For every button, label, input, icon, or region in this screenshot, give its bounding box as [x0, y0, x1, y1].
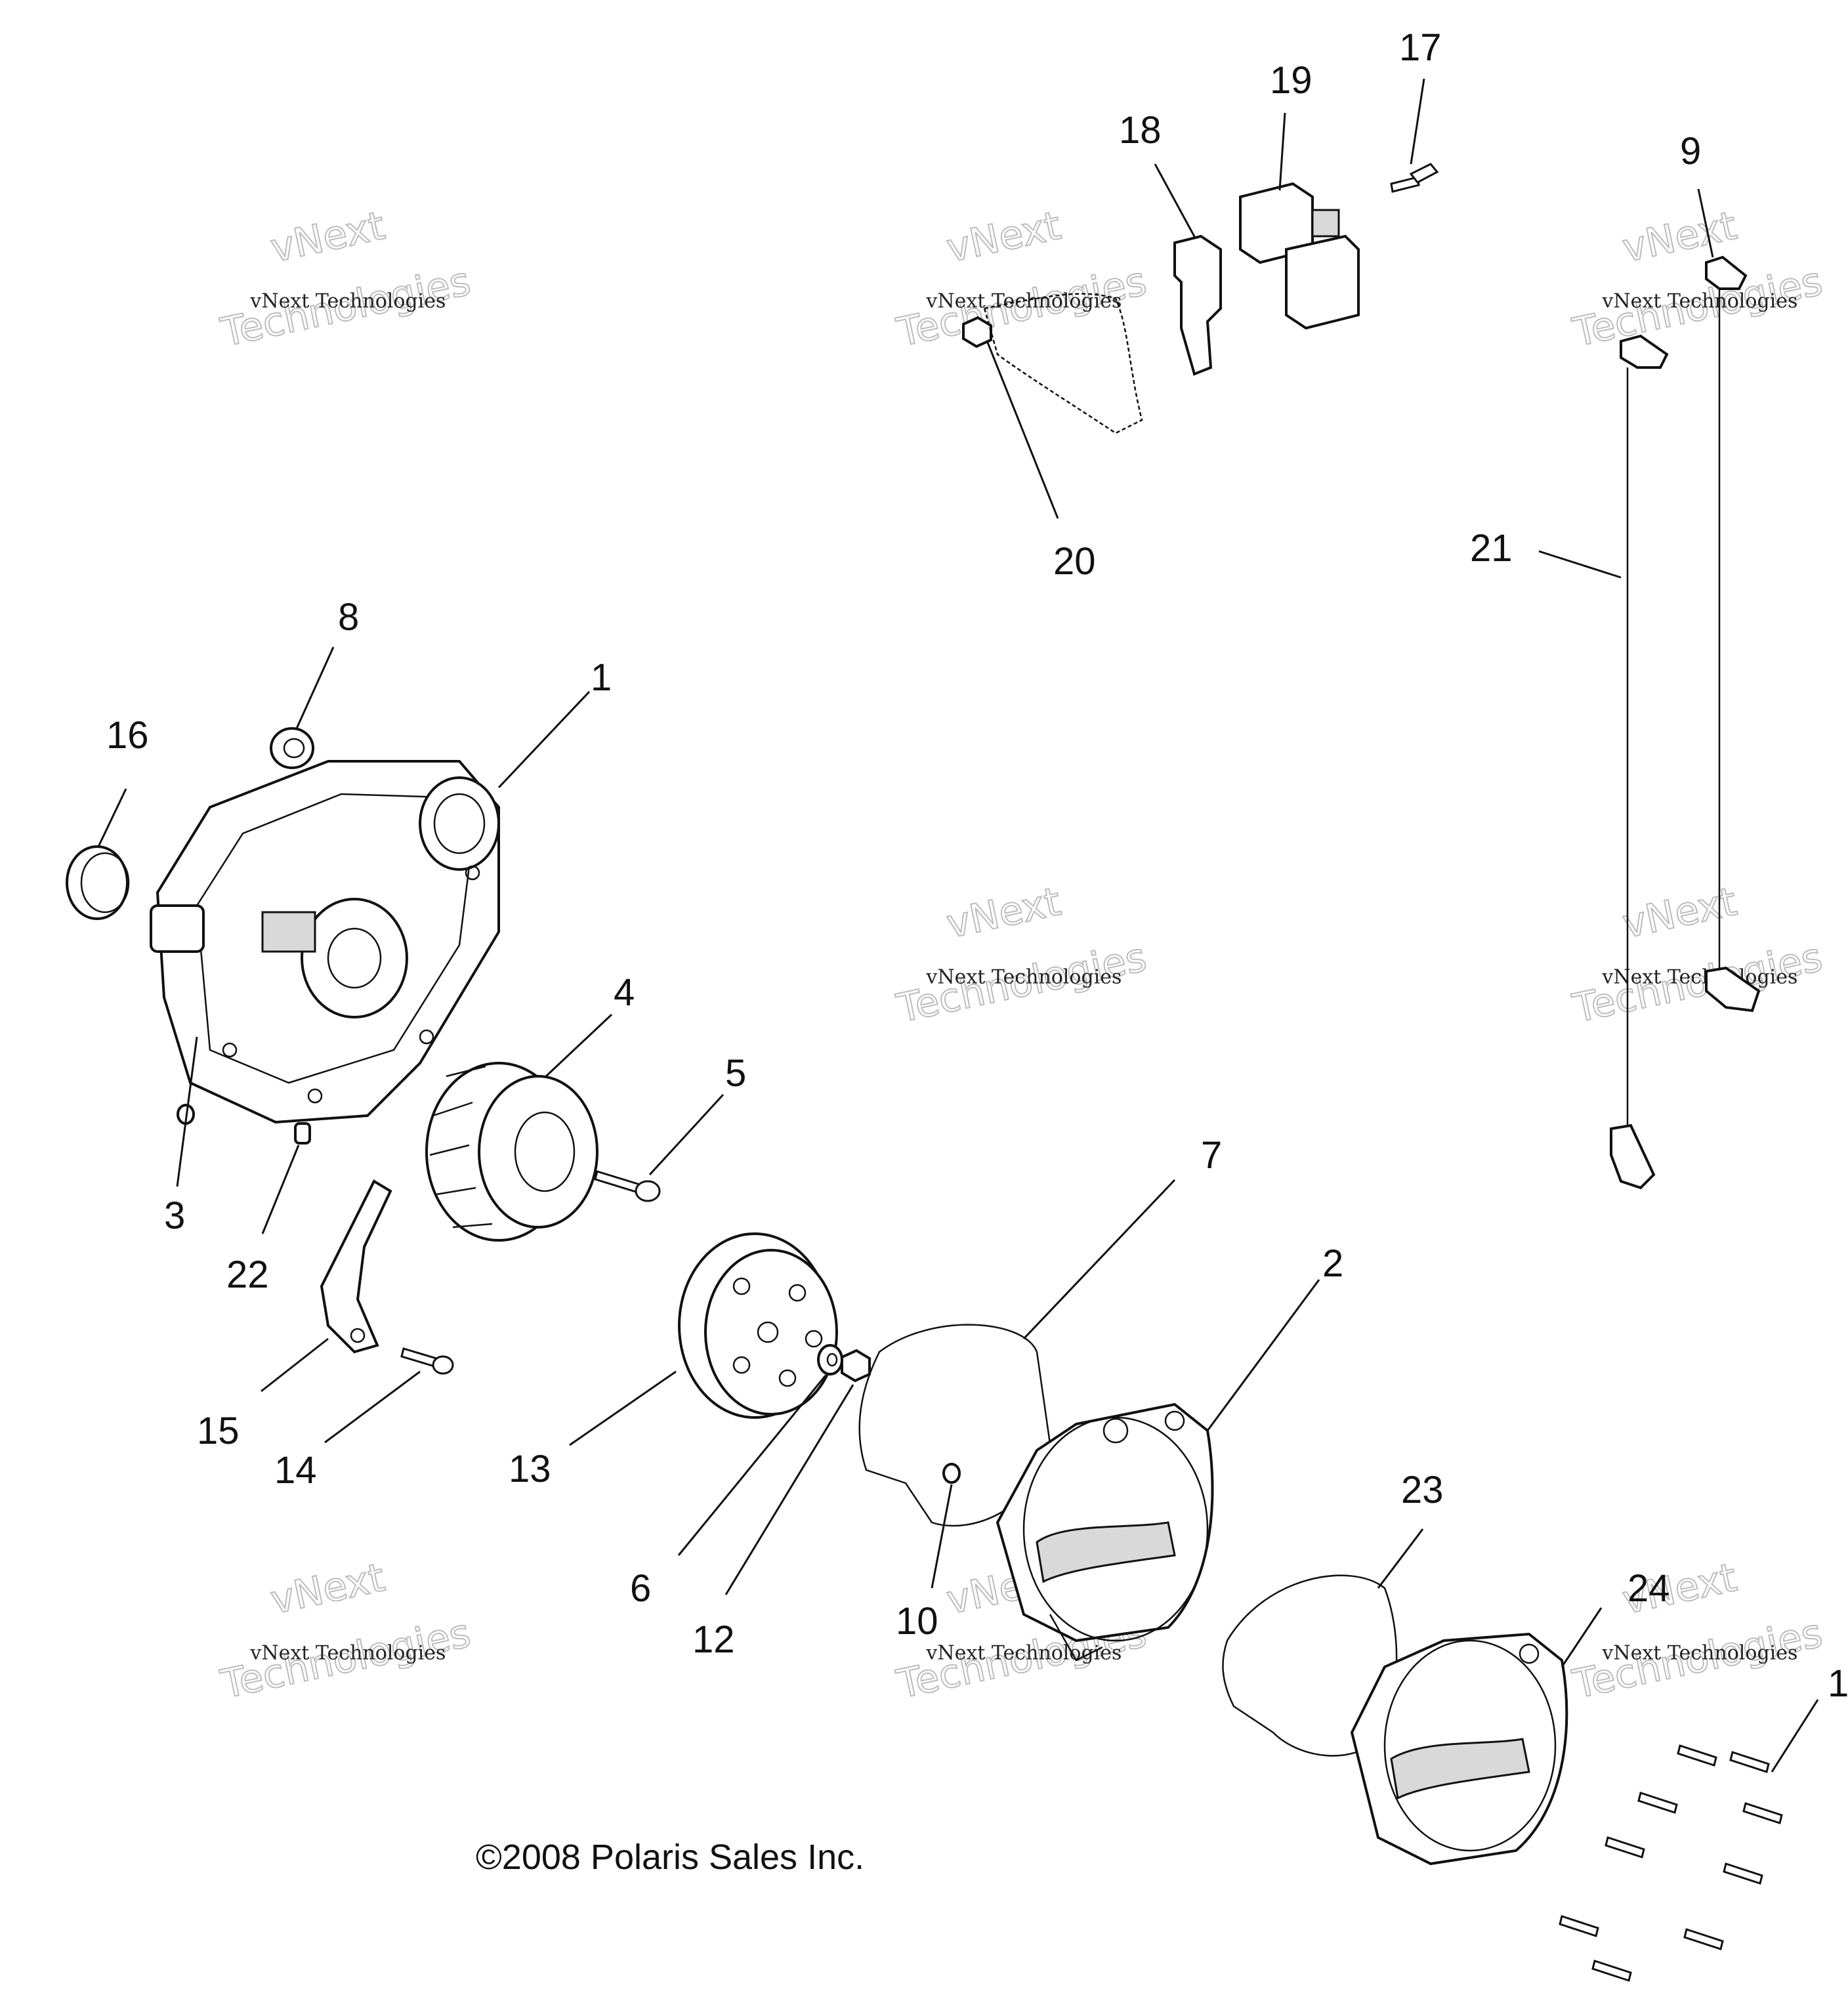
callout-14: 14 — [274, 1449, 317, 1492]
callout-7: 7 — [1201, 1134, 1222, 1177]
part-4-stator — [425, 1062, 598, 1242]
svg-text:vNext Technologies: vNext Technologies — [925, 1641, 1122, 1664]
part-2-stator-cover — [996, 1402, 1214, 1662]
leader-18 — [1154, 163, 1197, 240]
callout-4: 4 — [614, 971, 635, 1014]
part-19-regulator — [1239, 182, 1360, 330]
watermark: vNext Technologies vNext Technologies — [216, 1554, 475, 1709]
svg-text:vNext: vNext — [942, 203, 1064, 272]
callout-19: 19 — [1270, 59, 1312, 102]
leader-20 — [986, 342, 1059, 519]
leader-4 — [545, 1013, 613, 1078]
leader-21 — [1538, 550, 1622, 579]
leader-14 — [324, 1370, 421, 1444]
part-18-bracket — [1173, 234, 1222, 376]
callout-22: 22 — [226, 1253, 269, 1296]
leader-24 — [1561, 1607, 1603, 1668]
leader-13 — [569, 1370, 677, 1446]
leader-9 — [1697, 188, 1714, 258]
callout-10: 10 — [896, 1600, 938, 1643]
svg-text:vNext: vNext — [942, 879, 1064, 948]
callout-13: 13 — [509, 1448, 551, 1490]
callout-23: 23 — [1401, 1469, 1444, 1511]
callout-5: 5 — [725, 1052, 746, 1095]
watermark: vNext Technologies vNext Technologies — [216, 202, 475, 357]
callout-18: 18 — [1119, 109, 1162, 152]
callout-12: 12 — [692, 1618, 735, 1661]
part-12-nut — [841, 1349, 871, 1383]
watermark: vNext Technologies vNext Technologies — [1568, 1554, 1827, 1709]
svg-text:vNext: vNext — [266, 203, 388, 272]
part-24-outer-cover — [1350, 1632, 1568, 1866]
callout-15: 15 — [197, 1410, 240, 1452]
callout-21: 21 — [1470, 527, 1513, 570]
callout-1: 1 — [591, 656, 612, 699]
leader-10 — [931, 1484, 953, 1589]
leader-19 — [1278, 112, 1286, 191]
callout-2: 2 — [1322, 1242, 1343, 1285]
watermark: vNext Technologies vNext Technologies — [1568, 202, 1827, 357]
callout-9: 9 — [1680, 130, 1701, 173]
callout-3: 3 — [164, 1194, 185, 1237]
svg-text:vNext: vNext — [266, 1555, 388, 1624]
part-5-bolt — [594, 1170, 661, 1202]
leader-16 — [97, 788, 127, 847]
watermark: vNext Technologies vNext Technologies — [892, 878, 1151, 1033]
leader-8 — [295, 646, 335, 729]
svg-text:vNext: vNext — [1618, 879, 1740, 948]
svg-text:vNext Technologies: vNext Technologies — [249, 289, 446, 312]
leader-2 — [1206, 1279, 1320, 1431]
part-15-bracket — [320, 1179, 392, 1354]
leader-6 — [677, 1375, 827, 1556]
part-1-crankcase-cover — [150, 760, 500, 1124]
leader-15 — [261, 1337, 329, 1393]
leader-12 — [724, 1384, 854, 1595]
callout-16: 16 — [106, 714, 149, 757]
leader-1 — [497, 690, 591, 789]
leader-7 — [1022, 1179, 1176, 1340]
part-17-bolt — [1390, 163, 1439, 193]
part-22-pin — [294, 1122, 311, 1144]
svg-text:vNext Technologies: vNext Technologies — [1601, 289, 1797, 312]
part-20-nut — [962, 316, 992, 348]
part-16-seal-ring — [66, 845, 130, 920]
leader-22 — [261, 1144, 300, 1234]
callout-6: 6 — [630, 1567, 651, 1610]
callout-11: 11 — [1828, 1662, 1848, 1705]
leader-11 — [1771, 1699, 1819, 1773]
part-14-bolt — [400, 1347, 454, 1375]
part-8-bearing — [270, 727, 314, 769]
copyright-notice: ©2008 Polaris Sales Inc. — [476, 1838, 864, 1877]
leader-lines — [97, 78, 1819, 1773]
callout-8: 8 — [338, 596, 359, 639]
svg-text:vNext Technologies: vNext Technologies — [925, 965, 1122, 988]
part-9-spark-plug-cap — [1705, 255, 1748, 290]
leader-17 — [1410, 78, 1425, 165]
svg-text:vNext Technologies: vNext Technologies — [1601, 965, 1797, 988]
part-13-flywheel — [678, 1232, 838, 1419]
leader-23 — [1377, 1528, 1424, 1589]
callout-20: 20 — [1053, 540, 1096, 583]
svg-text:vNext Technologies: vNext Technologies — [1601, 1641, 1797, 1664]
leader-5 — [648, 1093, 724, 1176]
watermark: vNext Technologies vNext Technologies — [892, 202, 1151, 357]
part-6-washer — [817, 1344, 843, 1376]
mounting-plate — [983, 293, 1143, 434]
callout-24: 24 — [1628, 1567, 1670, 1610]
watermark: vNext Technologies vNext Technologies — [1568, 878, 1827, 1033]
leader-3 — [176, 1036, 198, 1187]
part-10-dowel — [942, 1463, 961, 1484]
svg-text:vNext Technologies: vNext Technologies — [249, 1641, 446, 1664]
callout-labels: 1 2 3 4 5 6 7 8 9 10 11 12 13 14 15 16 1… — [106, 26, 1848, 1705]
part-11-bolts — [1559, 1744, 1783, 1982]
part-21-spark-plug-wires — [1610, 289, 1761, 1190]
callout-17: 17 — [1399, 26, 1442, 69]
